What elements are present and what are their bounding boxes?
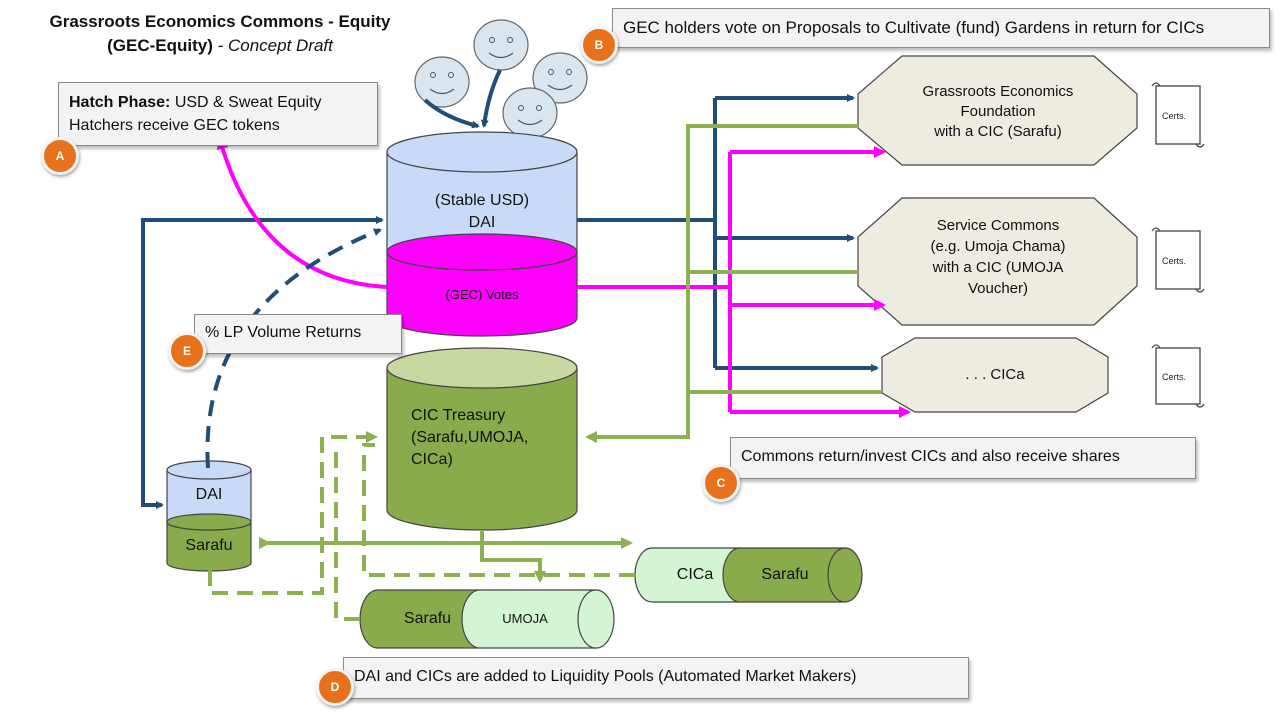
- pool2-sarafu-label: Sarafu: [403, 610, 452, 627]
- pool1-cica-label: CICa: [676, 566, 714, 583]
- callout-hatch-phase: Hatch Phase: USD & Sweat Equity Hatchers…: [58, 82, 378, 146]
- cic-returns-arrows: [585, 124, 858, 443]
- treasury-to-pool-arrow: [480, 530, 546, 583]
- smiley-face-icon: [414, 56, 470, 108]
- cert-label-3: Certs.: [1162, 372, 1187, 382]
- certificate-scroll-icon: [1151, 344, 1205, 408]
- callout-a-line-1: Hatch Phase: USD & Sweat Equity: [69, 91, 367, 114]
- garden-2-label: Service Commons (e.g. Umoja Chama) with …: [878, 215, 1118, 299]
- garden-1-line-2: Foundation: [960, 103, 1036, 120]
- treasury-line-1: CIC Treasury: [411, 407, 506, 424]
- badge-b: B: [580, 26, 618, 64]
- pool-sarafu-umoja: [359, 589, 615, 649]
- garden-3-label: . . . CICa: [965, 366, 1025, 383]
- treasury-label: CIC Treasury (Sarafu,UMOJA, CICa): [411, 405, 581, 471]
- dai-to-small-tank-arrow: [141, 500, 164, 509]
- treasury-tank: [386, 347, 578, 531]
- vote-in-arrow-1: [423, 98, 480, 129]
- garden-1-line-3: with a CIC (Sarafu): [934, 123, 1062, 140]
- lp-dashed-flow-1: [208, 431, 378, 595]
- cert-label-2: Certs.: [1162, 256, 1187, 266]
- reserve-dai-label: (Stable USD) DAI: [387, 190, 577, 234]
- pool-cica-sarafu: [634, 547, 863, 603]
- smiley-face-icon: [532, 52, 588, 104]
- treasury-line-2: (Sarafu,UMOJA,: [411, 429, 529, 446]
- lp-dashed-flow-2: [362, 443, 635, 577]
- garden-octagon-1: [857, 55, 1138, 166]
- lp-dashed-flow-3: [334, 445, 360, 621]
- badge-e: E: [168, 332, 206, 370]
- title-acronym: (GEC-Equity): [107, 36, 213, 55]
- reserve-tank: [386, 131, 578, 337]
- cert-label-1: Certs.: [1162, 111, 1187, 121]
- garden-2-line-1: Service Commons: [936, 217, 1060, 234]
- reserve-votes-label: (GEC) Votes: [445, 287, 519, 302]
- dai-funding-arrow: [141, 216, 384, 500]
- badge-c: C: [702, 464, 740, 502]
- callout-vote-proposals: GEC holders vote on Proposals to Cultiva…: [612, 8, 1270, 48]
- garden-1-label: Grassroots Economics Foundation with a C…: [878, 82, 1118, 142]
- certificate-scroll-icon: [1151, 227, 1205, 293]
- garden-2-line-2: (e.g. Umoja Chama): [930, 238, 1066, 255]
- reserve-dai-line-2: DAI: [468, 214, 496, 231]
- badge-d: D: [316, 668, 354, 706]
- title-line-1: Grassroots Economics Commons - Equity: [49, 12, 391, 31]
- diagram-title: Grassroots Economics Commons - Equity (G…: [20, 10, 420, 58]
- small-tank-dai-label: DAI: [195, 486, 223, 503]
- title-line-2: (GEC-Equity) - Concept Draft: [20, 34, 420, 58]
- certificate-scroll-icon: [1151, 82, 1205, 148]
- callout-liquidity-pools: DAI and CICs are added to Liquidity Pool…: [343, 657, 969, 699]
- callout-a-rest: USD & Sweat Equity: [170, 94, 322, 111]
- pool2-umoja-label: UMOJA: [502, 611, 548, 626]
- callout-commons-return: Commons return/invest CICs and also rece…: [730, 437, 1196, 479]
- pool1-sarafu-label: Sarafu: [761, 566, 809, 583]
- votes-to-hatchers-arrow: [216, 137, 388, 289]
- title-separator: -: [212, 36, 228, 55]
- vote-in-arrow-2: [480, 69, 502, 128]
- callout-lp-volume: % LP Volume Returns: [194, 314, 402, 354]
- garden-octagon-2: [857, 197, 1138, 326]
- small-tank-sarafu-label: Sarafu: [185, 537, 233, 554]
- voter-faces: [414, 19, 588, 139]
- smiley-face-icon: [502, 87, 558, 139]
- title-subtitle: Concept Draft: [228, 36, 333, 55]
- garden-2-line-4: Voucher): [967, 280, 1029, 297]
- small-tank: [166, 460, 252, 572]
- badge-a: A: [41, 137, 79, 175]
- garden-1-line-1: Grassroots Economics: [922, 83, 1074, 100]
- garden-2-line-3: with a CIC (UMOJA: [932, 259, 1064, 276]
- reserve-dai-line-1: (Stable USD): [434, 192, 530, 209]
- callout-a-bold: Hatch Phase:: [69, 94, 171, 111]
- callout-a-line-2: Hatchers receive GEC tokens: [69, 117, 280, 134]
- smiley-face-icon: [473, 19, 529, 71]
- treasury-line-3: CICa): [411, 451, 453, 468]
- garden-octagon-3: [881, 337, 1109, 413]
